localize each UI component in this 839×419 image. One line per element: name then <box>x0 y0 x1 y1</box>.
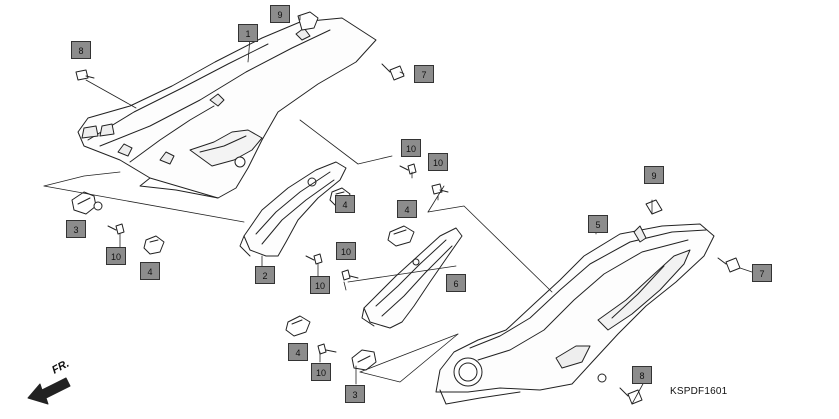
right-small-panel-part <box>361 227 463 329</box>
callout-part-4: 4 <box>397 200 417 218</box>
callout-part-2: 2 <box>255 266 275 284</box>
callout-part-4: 4 <box>335 195 355 213</box>
clip-part-left <box>71 191 103 215</box>
callout-part-8: 8 <box>71 41 91 59</box>
callout-part-10: 10 <box>336 242 356 260</box>
callout-part-10: 10 <box>401 139 421 157</box>
callout-part-5: 5 <box>588 215 608 233</box>
clip-nut-part <box>297 11 663 215</box>
callout-part-6: 6 <box>446 274 466 292</box>
callout-part-10: 10 <box>428 153 448 171</box>
document-code: KSPDF1601 <box>670 386 728 397</box>
front-direction-arrow-icon <box>27 377 71 405</box>
callout-part-3: 3 <box>345 385 365 403</box>
callout-part-3: 3 <box>66 220 86 238</box>
callout-part-7: 7 <box>752 264 772 282</box>
clip-part-right <box>351 349 377 371</box>
callout-part-1: 1 <box>238 24 258 42</box>
callout-part-4: 4 <box>288 343 308 361</box>
right-side-cover-part <box>435 223 715 405</box>
screw-part <box>75 63 741 405</box>
leader-lines <box>43 15 753 405</box>
callout-part-10: 10 <box>106 247 126 265</box>
callout-part-4: 4 <box>140 262 160 280</box>
left-side-cover-part <box>77 17 377 199</box>
callout-part-10: 10 <box>310 276 330 294</box>
callout-part-7: 7 <box>414 65 434 83</box>
callout-part-9: 9 <box>644 166 664 184</box>
callout-part-10: 10 <box>311 363 331 381</box>
callout-part-9: 9 <box>270 5 290 23</box>
callout-part-8: 8 <box>632 366 652 384</box>
left-small-panel-part <box>239 161 347 257</box>
